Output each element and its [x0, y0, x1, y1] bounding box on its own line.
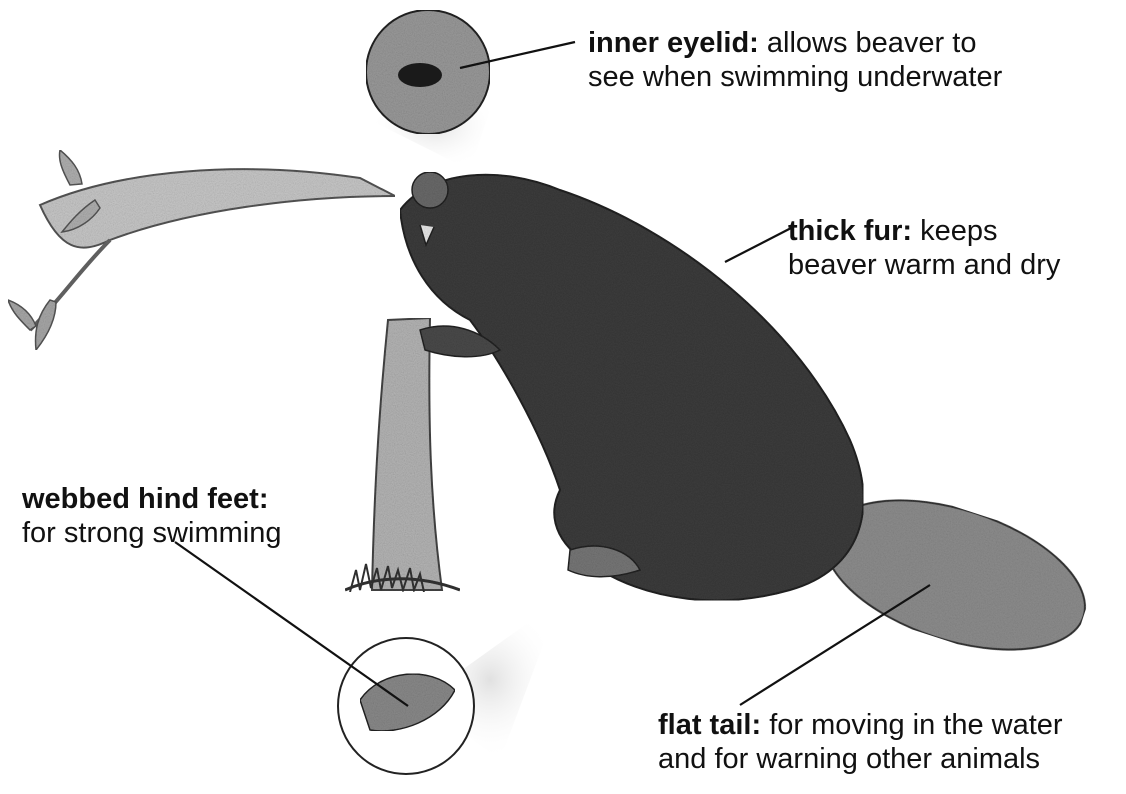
- term-inner-eyelid: inner eyelid:: [588, 27, 759, 59]
- label-flat-tail: flat tail: for moving in the water and f…: [658, 708, 1063, 776]
- term-flat-tail: flat tail:: [658, 709, 761, 741]
- tree-stump: [345, 318, 460, 592]
- leader-tail: [740, 585, 930, 705]
- desc-thick-fur-1: keeps: [920, 215, 997, 247]
- desc-thick-fur-2: beaver warm and dry: [788, 248, 1060, 282]
- inset-eye: [366, 10, 500, 170]
- inset-foot: [338, 600, 560, 774]
- label-inner-eyelid: inner eyelid: allows beaver to see when …: [588, 26, 1002, 94]
- term-webbed-hind-feet: webbed hind feet:: [22, 482, 281, 516]
- branch: [8, 150, 395, 350]
- leader-fur: [725, 226, 795, 262]
- label-webbed-hind-feet: webbed hind feet: for strong swimming: [22, 482, 281, 550]
- desc-flat-tail-1: for moving in the water: [769, 709, 1062, 741]
- term-thick-fur: thick fur:: [788, 215, 912, 247]
- label-thick-fur: thick fur: keeps beaver warm and dry: [788, 214, 1060, 282]
- desc-webbed-hind-feet: for strong swimming: [22, 516, 281, 550]
- desc-inner-eyelid-2: see when swimming underwater: [588, 60, 1002, 94]
- desc-inner-eyelid-1: allows beaver to: [767, 27, 977, 59]
- desc-flat-tail-2: and for warning other animals: [658, 742, 1063, 776]
